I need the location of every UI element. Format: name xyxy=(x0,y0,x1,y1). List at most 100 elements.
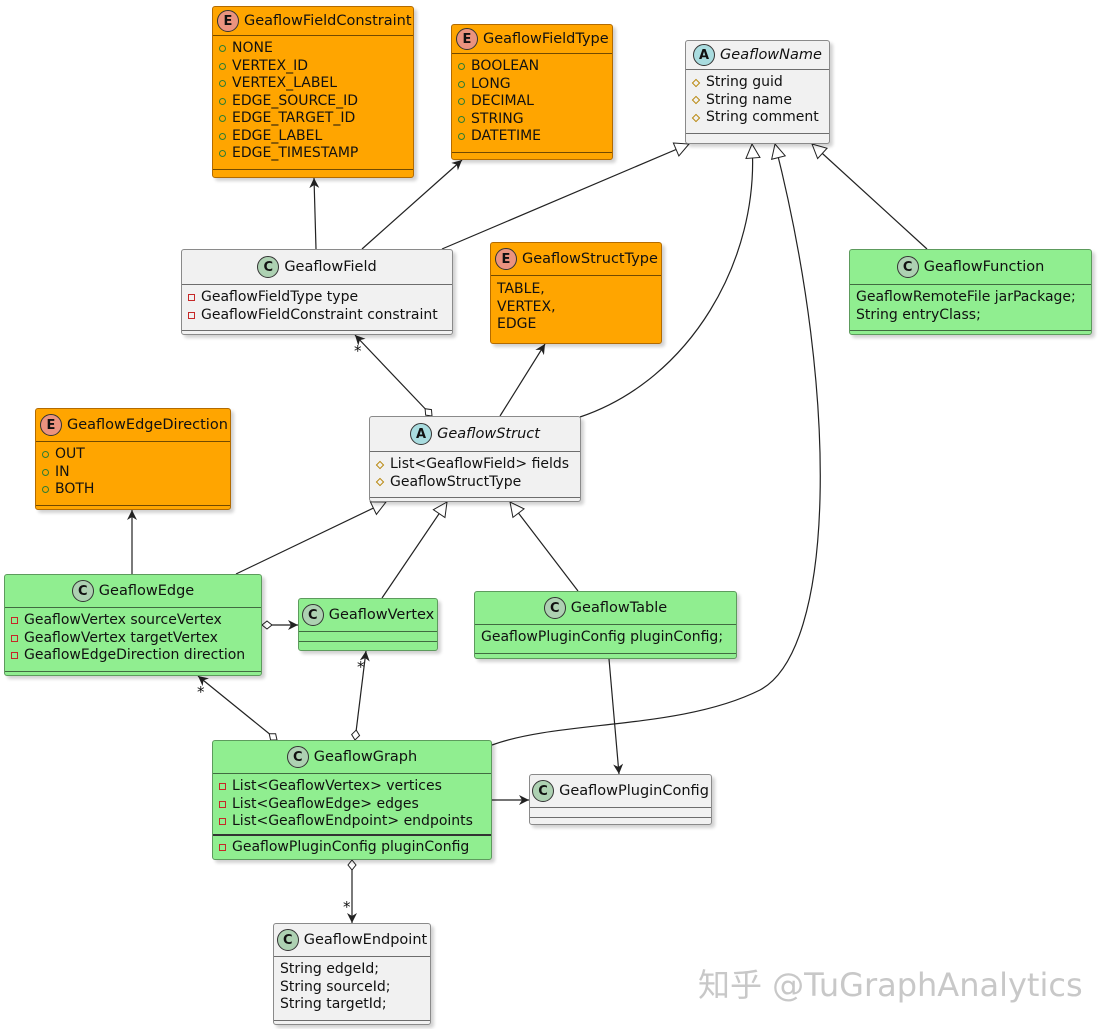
field: GeaflowEdgeDirection direction xyxy=(24,647,246,663)
public-visibility-icon xyxy=(219,115,226,123)
node-title: GeaflowField xyxy=(284,259,377,275)
edge-field-extends-name xyxy=(441,142,691,250)
protected-visibility-icon xyxy=(691,113,701,122)
private-visibility-icon xyxy=(11,634,18,642)
private-visibility-icon xyxy=(219,783,226,791)
private-visibility-icon xyxy=(11,617,18,625)
enum-value: OUT xyxy=(55,446,85,462)
edge-struct-fields xyxy=(354,334,433,417)
enum-value: EDGE_SOURCE_ID xyxy=(232,92,359,109)
class-stereotype-icon: C xyxy=(896,256,919,278)
node-title: GeaflowPluginConfig xyxy=(559,783,709,799)
enum-value: LONG xyxy=(471,75,511,92)
class-stereotype-icon: C xyxy=(286,746,309,768)
node-title: GeaflowFieldConstraint xyxy=(244,13,412,29)
field: String sourceId; xyxy=(280,978,391,995)
enum-value: EDGE_LABEL xyxy=(232,127,323,144)
enum-value: VERTEX, xyxy=(497,298,556,315)
class-stereotype-icon: C xyxy=(532,780,555,802)
enum-value: DECIMAL xyxy=(471,93,534,109)
field: String edgeId; xyxy=(280,961,379,977)
abstract-stereotype-icon: A xyxy=(693,44,716,66)
field: GeaflowPluginConfig pluginConfig xyxy=(232,838,470,855)
field: GeaflowFieldType type xyxy=(201,289,359,305)
edge-graph-extends-name xyxy=(491,142,821,746)
node-title: GeaflowGraph xyxy=(313,749,418,765)
public-visibility-icon xyxy=(219,45,226,53)
private-visibility-icon xyxy=(219,843,226,851)
edge-edge-extends-struct xyxy=(235,501,388,575)
public-visibility-icon xyxy=(458,115,465,123)
protected-visibility-icon xyxy=(691,96,701,105)
field: List<GeaflowField> fields xyxy=(390,456,570,472)
enum-stereotype-icon: E xyxy=(495,248,517,270)
private-visibility-icon xyxy=(188,311,195,319)
enum-value: STRING xyxy=(471,110,524,127)
edge-function-extends-name xyxy=(811,143,928,250)
watermark: 知乎 @TuGraphAnalytics xyxy=(698,966,1083,1004)
node-title: GeaflowFunction xyxy=(923,259,1045,275)
edge-struct-extends-name xyxy=(579,142,761,418)
node-title: GeaflowEndpoint xyxy=(303,932,428,948)
public-visibility-icon xyxy=(458,98,465,106)
public-visibility-icon xyxy=(219,132,226,140)
public-visibility-icon xyxy=(42,468,49,476)
public-visibility-icon xyxy=(219,150,226,158)
edge-vertex-extends-struct xyxy=(381,501,448,599)
protected-visibility-icon xyxy=(375,478,385,487)
enum-value: EDGE_TIMESTAMP xyxy=(232,145,359,161)
multiplicity-vertex: * xyxy=(357,658,365,676)
public-visibility-icon xyxy=(42,486,49,494)
field: GeaflowVertex sourceVertex xyxy=(24,612,222,628)
enum-value: EDGE xyxy=(497,316,537,332)
edge-field-constraint xyxy=(309,177,320,250)
enum-value: BOTH xyxy=(55,481,95,497)
protected-visibility-icon xyxy=(375,460,385,469)
field: GeaflowRemoteFile jarPackage; xyxy=(856,289,1076,305)
field: String entryClass; xyxy=(856,306,981,323)
enum-value: DATETIME xyxy=(471,128,542,144)
field: GeaflowStructType xyxy=(390,473,522,490)
node-title: GeaflowEdgeDirection xyxy=(67,417,228,433)
enum-stereotype-icon: E xyxy=(217,10,239,32)
node-title: GeaflowStruct xyxy=(437,426,540,442)
multiplicity-endpoint: * xyxy=(343,898,351,916)
class-stereotype-icon: C xyxy=(301,604,324,626)
node-title: GeaflowFieldType xyxy=(483,31,609,47)
field: String guid xyxy=(706,74,783,90)
edge-table-extends-struct xyxy=(509,501,579,592)
private-visibility-icon xyxy=(219,818,226,826)
enum-value: TABLE, xyxy=(497,281,545,297)
multiplicity-field: * xyxy=(354,342,362,360)
edge-table-pluginconfig xyxy=(608,658,624,775)
field: String comment xyxy=(706,109,819,125)
node-title: GeaflowTable xyxy=(570,600,668,616)
class-stereotype-icon: C xyxy=(276,929,299,951)
edge-struct-structtype xyxy=(499,343,546,417)
public-visibility-icon xyxy=(219,97,226,105)
public-visibility-icon xyxy=(219,62,226,70)
node-title: GeaflowName xyxy=(720,47,822,63)
protected-visibility-icon xyxy=(691,78,701,87)
field: String targetId; xyxy=(280,996,387,1012)
abstract-stereotype-icon: A xyxy=(410,423,433,445)
enum-value: IN xyxy=(55,463,70,480)
multiplicity-edge: * xyxy=(197,683,205,701)
enum-value: VERTEX_ID xyxy=(232,57,309,74)
public-visibility-icon xyxy=(458,133,465,141)
enum-stereotype-icon: E xyxy=(456,28,478,50)
node-title: GeaflowEdge xyxy=(98,583,195,599)
class-stereotype-icon: C xyxy=(257,256,280,278)
edge-field-type xyxy=(361,159,463,250)
